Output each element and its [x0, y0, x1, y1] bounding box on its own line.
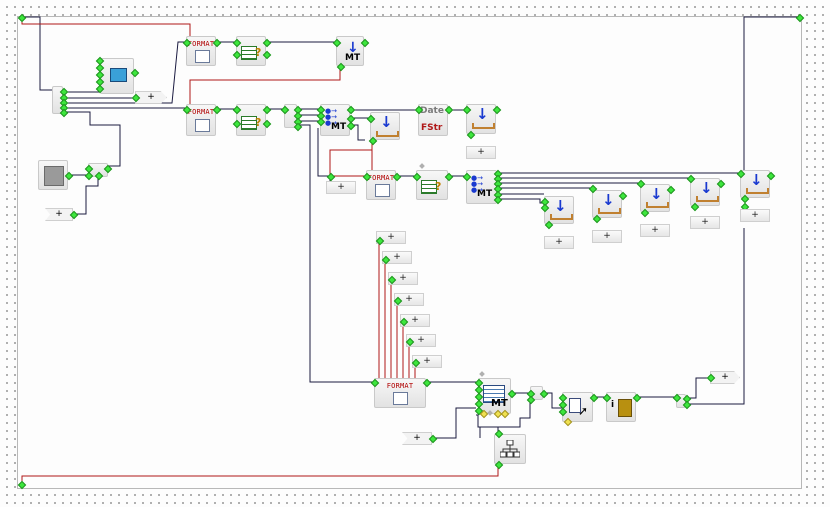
add-button[interactable]: +	[592, 230, 622, 243]
wire	[743, 16, 800, 175]
wire	[497, 198, 544, 204]
table-query-node[interactable]: ?	[236, 36, 266, 66]
add-button[interactable]: +	[466, 146, 496, 159]
store-mt-node[interactable]: ↓ MT	[336, 36, 364, 66]
question-mark: ?	[435, 180, 442, 193]
document-icon	[569, 398, 581, 413]
table-icon	[241, 46, 257, 60]
text-field-icon	[195, 119, 210, 132]
chip-icon	[618, 399, 632, 417]
download-arrow-icon: ↓	[750, 171, 763, 189]
format-label: FORMAT	[386, 382, 414, 390]
wire	[74, 175, 99, 215]
cursor-icon: ➚	[578, 404, 589, 418]
store-node[interactable]: ↓	[592, 190, 622, 218]
list-icon: ●→●→●→	[325, 107, 337, 127]
add-button[interactable]: +	[406, 334, 436, 347]
download-arrow-icon: ↓	[650, 185, 663, 203]
wire	[63, 70, 101, 93]
wire	[686, 228, 745, 405]
question-mark: ?	[255, 46, 262, 59]
format-label: FORMAT	[187, 40, 215, 48]
text-field-icon	[375, 184, 390, 197]
table-query-node[interactable]: ?	[416, 170, 448, 200]
wire	[297, 124, 376, 383]
store-node[interactable]: ↓	[740, 170, 770, 198]
wire	[21, 16, 57, 91]
tray-icon	[550, 214, 573, 220]
hierarchy-node[interactable]	[494, 434, 526, 464]
window-node[interactable]	[100, 58, 134, 94]
window-icon	[110, 68, 127, 82]
wire	[63, 41, 186, 104]
store-node[interactable]: ↓	[370, 112, 400, 140]
gray-square-icon	[44, 166, 64, 186]
mt-label: MT	[477, 189, 493, 199]
format-label: FORMAT	[367, 174, 395, 182]
mt-label: MT	[345, 53, 361, 63]
store-node[interactable]: ↓	[640, 184, 670, 212]
table-icon	[241, 116, 257, 130]
tray-icon	[746, 188, 769, 194]
tray-icon	[696, 196, 719, 202]
download-arrow-icon: ↓	[380, 113, 393, 131]
wire	[63, 111, 121, 167]
date-label: Date	[420, 106, 444, 116]
format-node[interactable]: FORMAT	[374, 378, 426, 408]
format-label: FORMAT	[187, 108, 215, 116]
download-arrow-icon: ↓	[347, 40, 359, 56]
wire	[432, 407, 476, 439]
tray-icon	[472, 123, 495, 129]
add-button[interactable]: +	[640, 224, 670, 237]
mt-label: MT	[491, 398, 508, 409]
wire-red	[21, 18, 191, 38]
text-field-icon	[195, 50, 210, 63]
table-icon	[421, 180, 437, 194]
add-button[interactable]: +	[690, 216, 720, 229]
download-arrow-icon: ↓	[602, 191, 615, 209]
wire-red	[21, 466, 499, 484]
wire-red	[329, 149, 372, 177]
tray-icon	[646, 202, 669, 208]
text-field-icon	[393, 392, 408, 405]
store-node[interactable]: ↓	[690, 178, 720, 206]
date-fstr-node[interactable]: Date FStr	[418, 104, 448, 136]
fstr-label: FStr	[421, 123, 443, 133]
download-arrow-icon: ↓	[476, 105, 489, 123]
format-node[interactable]: FORMAT	[186, 36, 216, 66]
button-node[interactable]	[38, 160, 68, 190]
list-icon: ●→●→●→	[471, 174, 483, 194]
add-button[interactable]: +	[544, 236, 574, 249]
hierarchy-icon	[500, 440, 520, 458]
mt-label: MT	[331, 122, 347, 132]
tray-icon	[376, 131, 399, 137]
download-arrow-icon: ↓	[554, 197, 567, 215]
format-node[interactable]: FORMAT	[366, 170, 396, 200]
store-node[interactable]: ↓	[544, 196, 574, 224]
add-button[interactable]: +	[326, 181, 356, 194]
add-button[interactable]: +	[740, 209, 770, 222]
list-mt-node[interactable]: ●→●→●→ MT	[466, 170, 497, 204]
wire	[686, 377, 710, 399]
question-mark: ?	[255, 116, 262, 129]
tray-icon	[598, 208, 621, 214]
info-i-label: i	[611, 400, 615, 410]
grid-icon	[483, 385, 505, 403]
download-arrow-icon: ↓	[700, 179, 713, 197]
